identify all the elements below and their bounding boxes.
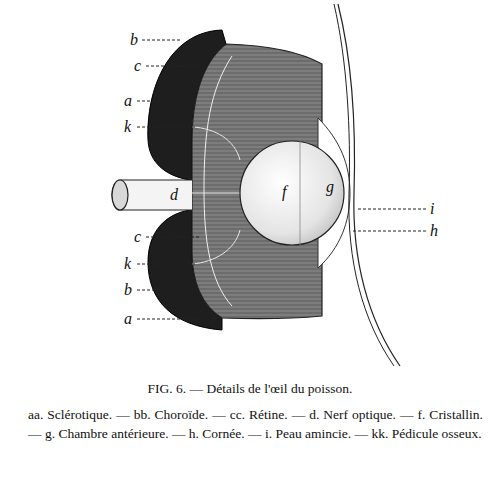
letter-label: d [170, 186, 178, 204]
letter-label: c [134, 228, 141, 246]
letter-label: k [124, 255, 131, 273]
optic-nerve [112, 180, 192, 210]
letter-label: g [326, 178, 334, 196]
letter-label: h [430, 222, 438, 240]
axis-line [192, 193, 242, 194]
key-text: aa. Sclérotique. — bb. Choroïde. — cc. R… [28, 405, 483, 443]
lens-line [300, 141, 301, 245]
letter-label: i [430, 200, 434, 218]
optic-nerve-end [112, 180, 128, 210]
letter-label: c [134, 57, 141, 75]
letter-label: k [124, 118, 131, 136]
letter-label: b [124, 281, 132, 299]
letter-label: b [130, 31, 138, 49]
letter-label: a [124, 92, 132, 110]
pedicle-line [192, 127, 240, 160]
letter-label: f [282, 183, 286, 201]
lens [240, 141, 344, 245]
figure-caption: FIG. 6. — Détails de l'œil du poisson. [20, 380, 480, 398]
cornea-line [334, 4, 394, 366]
leader-lines [137, 40, 426, 319]
retina-line [204, 56, 232, 306]
skin-line [338, 4, 400, 366]
pedicle-line [192, 230, 240, 264]
letter-label: a [124, 310, 132, 328]
